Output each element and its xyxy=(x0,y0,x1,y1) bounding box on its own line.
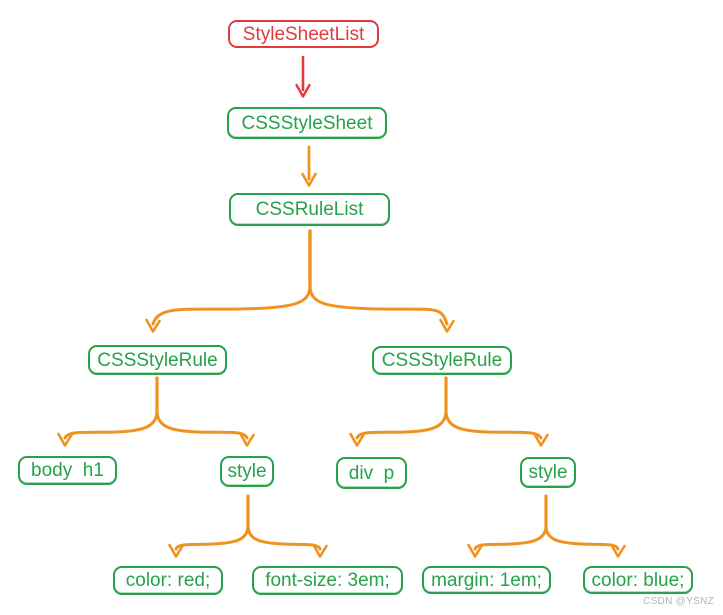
watermark: CSDN @YSNZ xyxy=(643,596,714,607)
fork-cssrulelist-to-stylerules xyxy=(145,229,455,333)
node-style-right: style xyxy=(520,457,576,488)
node-decl-font-size: font-size: 3em; xyxy=(252,566,403,595)
fork-stylerule-left xyxy=(57,376,255,447)
node-selector-body-h1: body h1 xyxy=(18,456,117,485)
node-decl-color-blue: color: blue; xyxy=(583,566,693,594)
arrow-stylesheetlist-to-cssstylesheet xyxy=(295,55,311,98)
node-cssstylesheet: CSSStyleSheet xyxy=(227,107,387,139)
arrow-cssstylesheet-to-cssrulelist xyxy=(301,145,317,187)
fork-style-left xyxy=(168,494,328,558)
node-stylesheetlist: StyleSheetList xyxy=(228,20,379,48)
fork-stylerule-right xyxy=(349,376,549,447)
node-selector-div-p: div p xyxy=(336,457,407,489)
node-decl-color-red: color: red; xyxy=(113,566,223,595)
node-cssstylerule-left: CSSStyleRule xyxy=(88,345,227,375)
node-cssrulelist: CSSRuleList xyxy=(229,193,390,226)
node-decl-margin: margin: 1em; xyxy=(422,566,551,594)
node-cssstylerule-right: CSSStyleRule xyxy=(372,346,512,375)
fork-style-right xyxy=(467,494,626,558)
node-style-left: style xyxy=(220,456,274,487)
